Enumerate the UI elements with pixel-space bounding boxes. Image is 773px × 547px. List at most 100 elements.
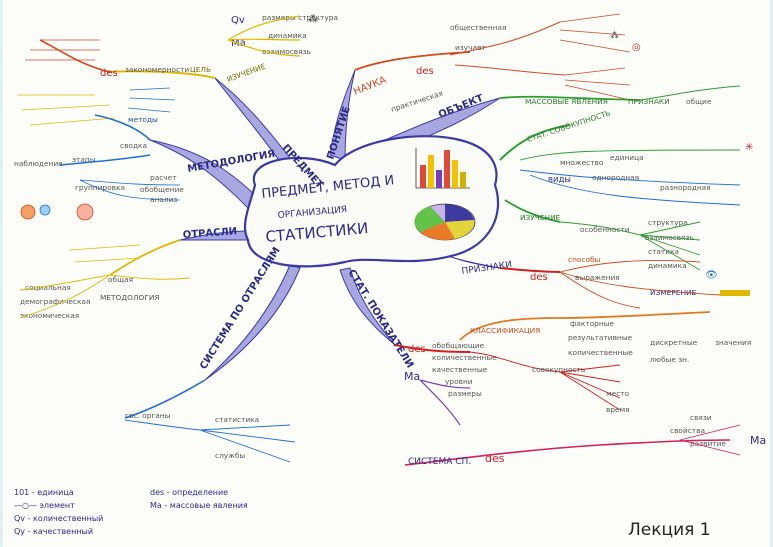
line-gos-organy (124, 379, 206, 419)
line-nauka (354, 51, 471, 71)
label-obobshenie: обобщение (140, 185, 184, 194)
line-izuchenie-right (504, 199, 561, 223)
label-zakonomernosti: закономерности (125, 65, 189, 74)
label-obshie: общие (686, 97, 712, 106)
label-sovokupnost: совокупность (532, 365, 585, 374)
label-gruppirovka: группировка (75, 183, 125, 192)
label-sposoby: способы (568, 255, 601, 264)
label-odnorodnaya: однородная (592, 173, 639, 182)
line-metody (94, 114, 151, 141)
label-vzaimosvyaz: взаимосвязь (262, 47, 311, 56)
label-vremya: время (606, 405, 630, 414)
label-razvitie: развитие (690, 439, 726, 448)
label-metody: методы (128, 115, 158, 124)
label-des-2: des (416, 66, 434, 77)
label-etapy: этапы (72, 155, 96, 164)
label-izuchenie: ИЗУЧЕНИЕ (226, 62, 267, 84)
branch-otrasli: ОТРАСЛИ (182, 226, 237, 241)
line-etapy (59, 154, 151, 166)
label-edinica: единица (610, 153, 644, 162)
target-icon: ◎ (632, 42, 641, 53)
label-qv: Qv (231, 15, 245, 26)
label-des-3: des (530, 272, 548, 283)
legend-item-3: Qv - количественный (14, 514, 103, 523)
label-mnozhestvo: множество (560, 158, 604, 167)
label-osobennosti: особенности (580, 225, 630, 234)
paper-sheet (3, 0, 770, 547)
label-mesto: место (606, 389, 629, 398)
line-priznaki (499, 267, 561, 273)
line-izuchenie (109, 70, 216, 79)
legend-item-6: Ma - массовые явления (150, 501, 248, 510)
label-razmery-2: размеры (448, 389, 482, 398)
label-nauka: НАУКА (352, 75, 388, 98)
label-diskretnye: дискретные (650, 338, 698, 347)
label-izmerenie: ИЗМЕРЕНИЕ (650, 288, 697, 297)
label-izuchaet: изучает (455, 43, 487, 52)
legend: 101 - единица —○— элемент Qv - количеств… (14, 488, 248, 536)
label-gos-organy: гос. органы (125, 411, 171, 420)
line-zakon (39, 39, 111, 73)
label-znacheniya: значения (715, 338, 751, 347)
target-icon-2: ✳ (745, 142, 753, 153)
legend-item-1: 101 - единица (14, 488, 74, 497)
lecture-label: Лекция 1 (628, 520, 711, 540)
label-rezultativnye: результативные (568, 333, 633, 342)
legend-item-5: des - определение (150, 488, 228, 497)
label-des-5: des (485, 452, 505, 465)
label-statika: статика (648, 247, 679, 256)
label-nablyudenie: наблюдение (14, 159, 63, 168)
label-massovye: МАССОВЫЕ ЯВЛЕНИЯ (525, 97, 608, 106)
label-metodologiya2: МЕТОДОЛОГИЯ (100, 293, 160, 302)
label-ma-3: Ma (750, 434, 766, 447)
label-razmery: размеры структура (262, 13, 338, 22)
label-social: социальная (25, 283, 71, 292)
label-statistika: статистика (215, 415, 259, 424)
label-kolichestvennye: количественные (568, 348, 633, 357)
line-massovye (499, 95, 641, 101)
label-obshaya: общая (108, 275, 133, 284)
label-urovni: уровни (445, 377, 473, 386)
branch-stat-pokazateli-shape (339, 267, 396, 346)
legend-item-2: —○— элемент (14, 501, 75, 510)
line-klassifikaciya (459, 311, 711, 341)
label-klassifikaciya: КЛАССИФИКАЦИЯ (470, 326, 540, 335)
network-icon-2: ⁂ (610, 30, 619, 41)
line-pokazateli (394, 344, 471, 353)
branch-stat-pokazateli: СТАТ. ПОКАЗАТЕЛИ (345, 268, 415, 370)
label-tsel: ЦЕЛЬ (190, 65, 211, 74)
label-struktura: структура (648, 218, 688, 227)
label-des-4: des (408, 344, 426, 355)
bar-chart-icon (415, 148, 470, 189)
label-raschet: расчет (150, 173, 177, 182)
label-svoystva: свойства (670, 426, 705, 435)
label-obshestvennaya: общественная (450, 23, 507, 32)
label-sistema-sp: СИСТЕМА СП. (408, 457, 471, 467)
line-stat-sovokupnost (499, 124, 571, 161)
label-izuchenie-2: ИЗУЧЕНИЕ (520, 213, 561, 222)
ruler-icon (720, 290, 750, 296)
label-des-1: des (100, 68, 118, 79)
label-stat-sovokupnost: СТАТ. СОВОКУПНОСТЬ (526, 108, 612, 144)
network-icon-1: ⁂ (308, 13, 318, 25)
branch-predmet-shape (214, 77, 301, 176)
branch-sistema-shape (204, 264, 301, 381)
label-economic: экономическая (20, 311, 79, 320)
pie-chart-icon (414, 203, 476, 241)
legend-item-4: Qy - качественный (14, 527, 93, 536)
label-vyrazheniya: выражения (575, 273, 620, 282)
label-svyazi: связи (690, 413, 712, 422)
line-otrasli (109, 239, 181, 276)
label-lyubye: любые зн. (650, 355, 689, 364)
eye-icon: 👁 (705, 270, 718, 281)
label-priznaki-top: ПРИЗНАКИ (628, 97, 670, 106)
label-faktornye: факторные (570, 319, 614, 328)
label-ma-2: Ma (404, 370, 420, 383)
label-sluzhby: службы (215, 451, 245, 460)
label-demograph: демографическая (20, 297, 90, 306)
branch-ponyatie-shape (329, 69, 356, 161)
decorative-circles (20, 203, 94, 221)
label-kolichestvennye2: количественные (432, 353, 497, 362)
label-dinamika2: динамика (648, 261, 687, 270)
